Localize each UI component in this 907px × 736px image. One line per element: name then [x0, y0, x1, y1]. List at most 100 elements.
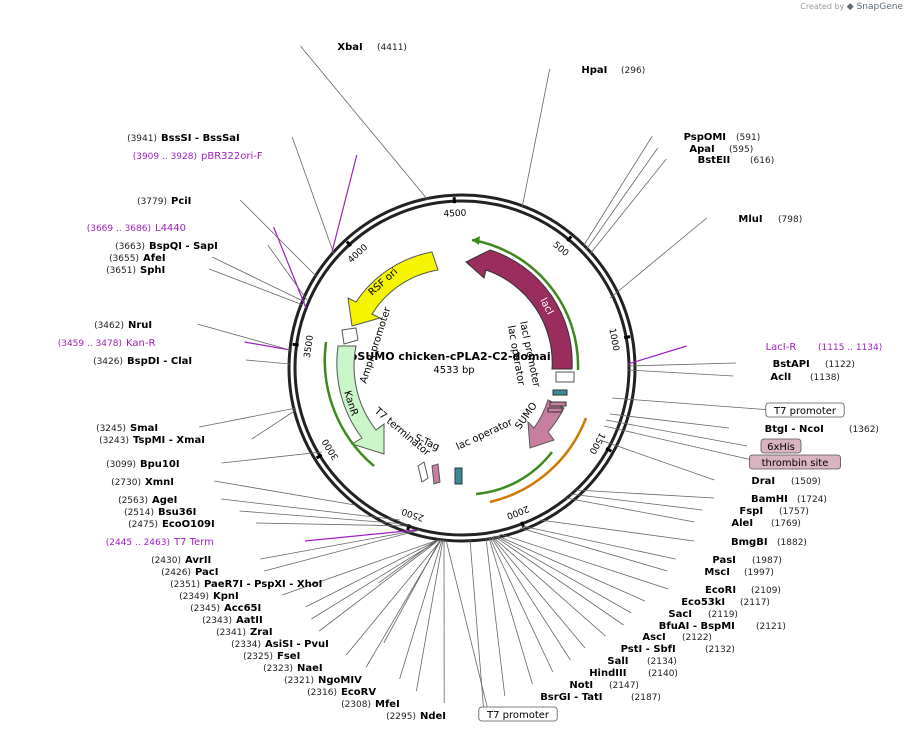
leader-t7p2	[469, 539, 485, 715]
site-sphi[interactable]: (3651)SphI	[106, 265, 165, 276]
site-alei[interactable]: AleI(1769)	[731, 518, 801, 529]
site-btgi[interactable]: BtgI - NcoI(1362)	[765, 424, 879, 435]
site-aatii[interactable]: (2343)AatII	[202, 615, 263, 626]
site-paci[interactable]: (2426)PacI	[161, 567, 218, 578]
site-tspmi[interactable]: (3243)TspMI - XmaI	[99, 435, 205, 446]
site-name-noti: NotI	[569, 680, 593, 691]
site-name-paer7i: PaeR7I - PspXI - XhoI	[204, 579, 322, 590]
site-6xhis[interactable]: 6xHis	[760, 438, 802, 454]
site-fspi[interactable]: FspI(1757)	[739, 506, 809, 517]
site-t7term[interactable]: (2445 .. 2463)T7 Term	[106, 537, 214, 548]
site-bpu10i[interactable]: (3099)Bpu10I	[106, 459, 179, 470]
site-kanr-primer[interactable]: (3459 .. 3478)Kan-R	[58, 338, 156, 349]
site-bspdi[interactable]: (3426)BspDI - ClaI	[93, 356, 192, 367]
site-xbai[interactable]: XbaI(4411)	[337, 42, 407, 53]
site-drai[interactable]: DraI(1509)	[751, 476, 821, 487]
plasmid-length: 4533 bp	[433, 365, 474, 376]
site-saci[interactable]: SacI(2119)	[668, 609, 738, 620]
his-tag-marker[interactable]	[549, 401, 567, 407]
site-sali[interactable]: SalI(2134)	[607, 656, 677, 667]
leader-bmgbi	[539, 519, 695, 542]
thrombin-marker[interactable]	[547, 407, 563, 413]
site-naei[interactable]: (2323)NaeI	[263, 663, 323, 674]
site-ecori[interactable]: EcoRI(2109)	[705, 585, 781, 596]
site-paspi[interactable]: PasI(1987)	[712, 555, 782, 566]
site-pbr322[interactable]: (3909 .. 3928)pBR322ori-F	[133, 151, 263, 162]
site-pcii[interactable]: (3779)PciI	[137, 196, 191, 207]
site-pos-bpu10i: (3099)	[106, 460, 136, 470]
site-bsssi[interactable]: (3941)BssSI - BssSaI	[127, 133, 240, 144]
site-pspomi[interactable]: PspOMI(591)	[684, 132, 761, 143]
site-pos-avrii: (2430)	[151, 556, 181, 566]
site-apai[interactable]: ApaI(595)	[689, 144, 753, 155]
site-acli[interactable]: AclI(1138)	[770, 372, 840, 383]
site-msci[interactable]: MscI(1997)	[704, 567, 774, 578]
site-avrii[interactable]: (2430)AvrII	[151, 555, 211, 566]
site-name-ngomiv: NgoMIV	[318, 675, 362, 686]
t7-promoter-marker[interactable]	[552, 389, 568, 396]
site-pos-bsteii: (616)	[750, 156, 774, 166]
site-acc65i[interactable]: (2345)Acc65I	[190, 603, 261, 614]
feature-kanr[interactable]	[336, 345, 385, 455]
site-psti[interactable]: PstI - SbfI(2132)	[621, 644, 735, 655]
site-bsrgi[interactable]: BsrGI - TatI(2187)	[540, 692, 661, 703]
kanr-strand-arrow	[323, 341, 375, 467]
site-bamhi[interactable]: BamHI(1724)	[751, 494, 827, 505]
site-noti[interactable]: NotI(2147)	[569, 680, 639, 691]
site-name-bsu36i: Bsu36I	[158, 507, 196, 518]
site-agei[interactable]: (2563)AgeI	[118, 495, 177, 506]
site-kpni[interactable]: (2349)KpnI	[179, 591, 239, 602]
site-bsu36i[interactable]: (2514)Bsu36I	[124, 507, 196, 518]
ampr-promoter-arrow[interactable]	[341, 327, 359, 345]
site-smai[interactable]: (3245)SmaI	[96, 423, 158, 434]
site-nrui[interactable]: (3462)NruI	[94, 320, 152, 331]
site-lacir[interactable]: LacI-R(1115 .. 1134)	[766, 342, 883, 353]
site-thrombin[interactable]: thrombin site	[749, 454, 842, 470]
site-pos-ngomiv: (2321)	[284, 676, 314, 686]
site-bspqi[interactable]: (3663)BspQI - SapI	[115, 241, 218, 252]
site-zrai[interactable]: (2341)ZraI	[216, 627, 273, 638]
plasmid-name: pSUMO chicken-cPLA2-C2-domain	[350, 350, 559, 363]
site-name-asisi: AsiSI - PvuI	[265, 639, 329, 650]
leader-bsrgi	[485, 537, 506, 697]
lac-operator-2-marker[interactable]	[454, 467, 463, 485]
site-name-pspomi: PspOMI	[684, 132, 726, 143]
s-tag-marker[interactable]	[431, 463, 441, 485]
site-xmni[interactable]: (2730)XmnI	[111, 477, 174, 488]
leader-afei	[212, 256, 306, 303]
site-fsei[interactable]: (2325)FseI	[243, 651, 300, 662]
site-eco53ki[interactable]: Eco53kI(2117)	[681, 597, 770, 608]
site-ecorv[interactable]: (2316)EcoRV	[307, 687, 376, 698]
site-pos-bsssi: (3941)	[127, 134, 157, 144]
site-afei[interactable]: (3655)AfeI	[109, 253, 166, 264]
site-hindiii[interactable]: HindIII(2140)	[589, 668, 678, 679]
tick-mark-1500	[605, 447, 613, 453]
site-eco0109i[interactable]: (2475)EcoO109I	[128, 519, 215, 530]
site-l4440[interactable]: (3669 .. 3686)L4440	[87, 223, 186, 234]
site-t7p2[interactable]: T7 promoter	[478, 706, 558, 722]
site-asci[interactable]: AscI(2122)	[642, 632, 712, 643]
site-mfei[interactable]: (2308)MfeI	[341, 699, 400, 710]
feature-rsf-ori[interactable]	[347, 251, 439, 327]
site-hpai[interactable]: HpaI(296)	[581, 65, 645, 76]
site-bfuai[interactable]: BfuAI - BspMI(2121)	[659, 621, 786, 632]
laci-promoter-arrow[interactable]	[555, 371, 575, 383]
site-bmgbi[interactable]: BmgBI(1882)	[731, 537, 807, 548]
t7-terminator-arrow[interactable]	[417, 461, 429, 483]
site-pos-apai: (595)	[729, 145, 753, 155]
leader-ecorv	[416, 539, 444, 692]
site-paer7i[interactable]: (2351)PaeR7I - PspXI - XhoI	[170, 579, 322, 590]
feature-laci[interactable]	[465, 249, 573, 370]
site-bsteii[interactable]: BstEII(616)	[698, 155, 775, 166]
site-name-msci: MscI	[704, 567, 730, 578]
site-t7p1[interactable]: T7 promoter	[765, 402, 845, 418]
site-bstapi[interactable]: BstAPI(1122)	[773, 359, 855, 370]
site-ndei[interactable]: (2295)NdeI	[386, 711, 446, 722]
site-mlui[interactable]: MluI(798)	[738, 214, 802, 225]
site-ngomiv[interactable]: (2321) NgoMIV	[284, 675, 362, 686]
site-pos-btgi: (1362)	[849, 425, 879, 435]
site-asisi[interactable]: (2334)AsiSI - PvuI	[231, 639, 329, 650]
leader-alei	[565, 497, 695, 523]
site-name-pbr322: pBR322ori-F	[201, 151, 263, 162]
